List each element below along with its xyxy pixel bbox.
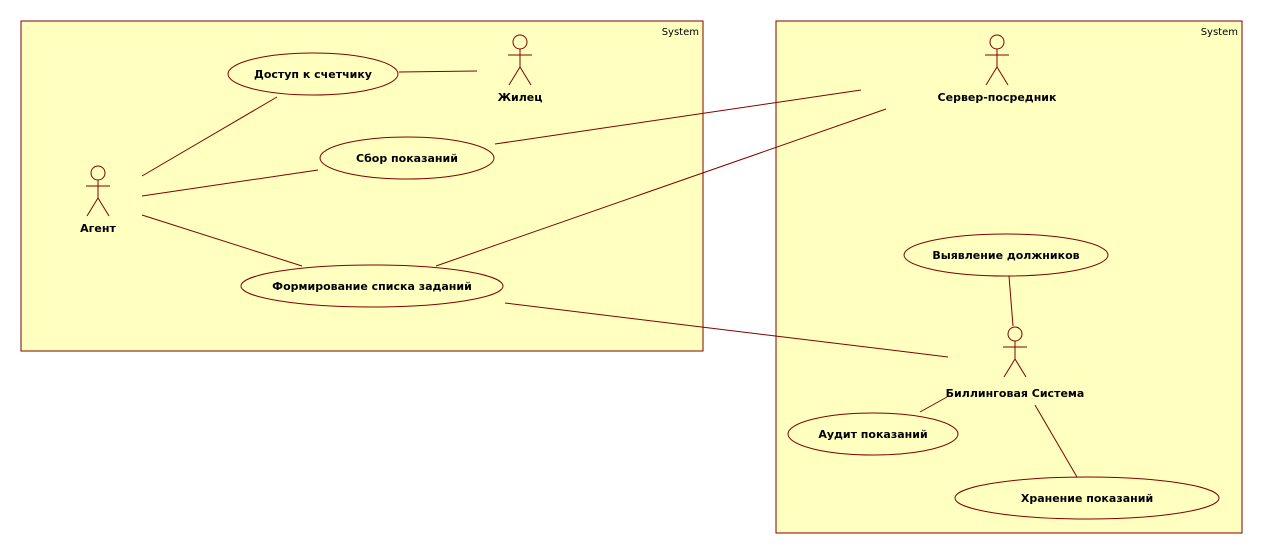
assoc-task-list-proxy [435,108,887,267]
use-case-ellipse [319,136,495,180]
use-case-label: Формирование списка заданий [272,280,472,293]
assoc-audit-billing [919,396,948,413]
actor-label: Жилец [498,91,543,104]
use-case-ellipse [240,264,504,308]
associations [141,70,1078,478]
actor-billing-system: Биллинговая Система [946,326,1085,400]
use-case-ellipse [954,476,1220,520]
assoc-meter-access-resident [398,70,478,73]
actor-figure-icon [86,165,110,217]
use-case-label: Сбор показаний [356,152,458,165]
system-label-right: System [1201,27,1238,38]
assoc-reading-collection-proxy [494,89,862,145]
assoc-agent-meter-access [141,96,278,177]
actor-figure-icon [508,34,532,86]
actor-figure-icon [985,34,1009,86]
use-case-label: Доступ к счетчику [254,68,372,81]
actor-proxy-server: Сервер-посредник [938,34,1057,104]
use-case-ellipse [787,412,959,456]
assoc-agent-reading-collection [141,169,319,197]
actor-label: Сервер-посредник [938,91,1057,104]
use-case-reading-collection: Сбор показаний [319,136,495,180]
actor-resident: Жилец [498,34,543,104]
assoc-debtors-billing [1008,275,1014,327]
actor-label: Агент [80,222,116,235]
actor-label: Биллинговая Система [946,387,1085,400]
use-case-meter-access: Доступ к счетчику [227,52,399,96]
use-case-reading-storage: Хранение показаний [954,476,1220,520]
use-case-ellipse [227,52,399,96]
assoc-task-list-billing [504,302,949,358]
use-case-label: Аудит показаний [818,428,927,441]
use-case-label: Хранение показаний [1021,492,1153,505]
assoc-agent-task-list [141,214,303,267]
system-label-left: System [662,27,699,38]
use-case-reading-audit: Аудит показаний [787,412,959,456]
actor-agent: Агент [80,165,116,235]
use-case-debtor-detection: Выявление должников [903,233,1109,277]
use-case-ellipse [903,233,1109,277]
use-case-task-list: Формирование списка заданий [240,264,504,308]
actor-figure-icon [1003,326,1027,378]
assoc-storage-billing [1034,404,1078,478]
use-case-label: Выявление должников [932,249,1079,262]
